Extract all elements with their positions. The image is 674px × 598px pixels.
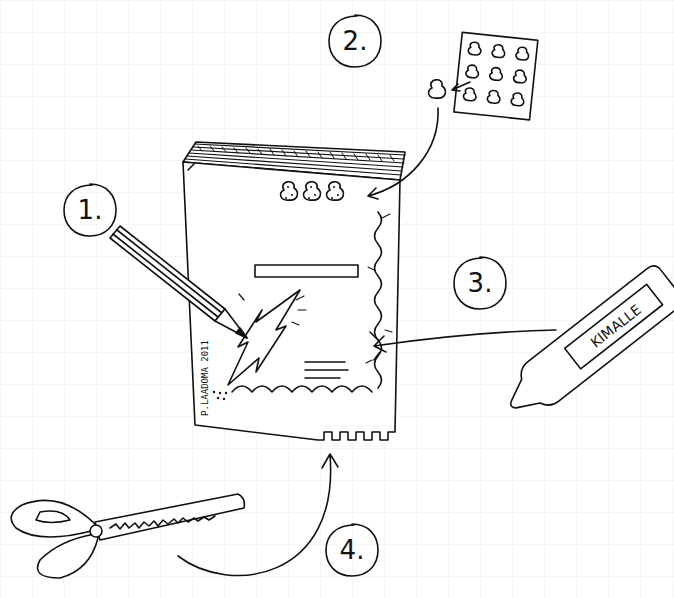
callout-number: 3.	[468, 268, 493, 298]
sparkle-lines	[239, 294, 306, 325]
scissors	[11, 494, 244, 578]
glitter-wave	[375, 212, 382, 388]
glue-line	[370, 330, 556, 360]
single-sticker	[429, 80, 446, 98]
text-lines	[305, 362, 348, 378]
cut-arrow	[178, 454, 338, 575]
sticker-arrow	[368, 108, 438, 199]
callout-circle: 3.	[452, 255, 508, 311]
callout-number: 1.	[78, 195, 103, 225]
dot-row	[213, 391, 227, 400]
signature: P.LAADOMA 2011	[200, 340, 210, 416]
glue-bottle	[496, 263, 674, 426]
cover-stickers	[281, 182, 344, 200]
callout-circle: 4.	[324, 522, 380, 578]
corner-mark	[188, 164, 194, 170]
pencil	[110, 226, 247, 338]
sticker-arrow	[452, 82, 470, 91]
lightning-drawing	[228, 290, 300, 385]
bottom-wave	[232, 386, 372, 392]
title-bar	[255, 265, 358, 277]
callout-number: 4.	[340, 535, 365, 565]
callout-circle: 2.	[327, 13, 383, 69]
callout-number: 2.	[343, 26, 368, 56]
callout-circle: 1.	[62, 182, 118, 238]
sticker-sheet	[454, 32, 538, 120]
